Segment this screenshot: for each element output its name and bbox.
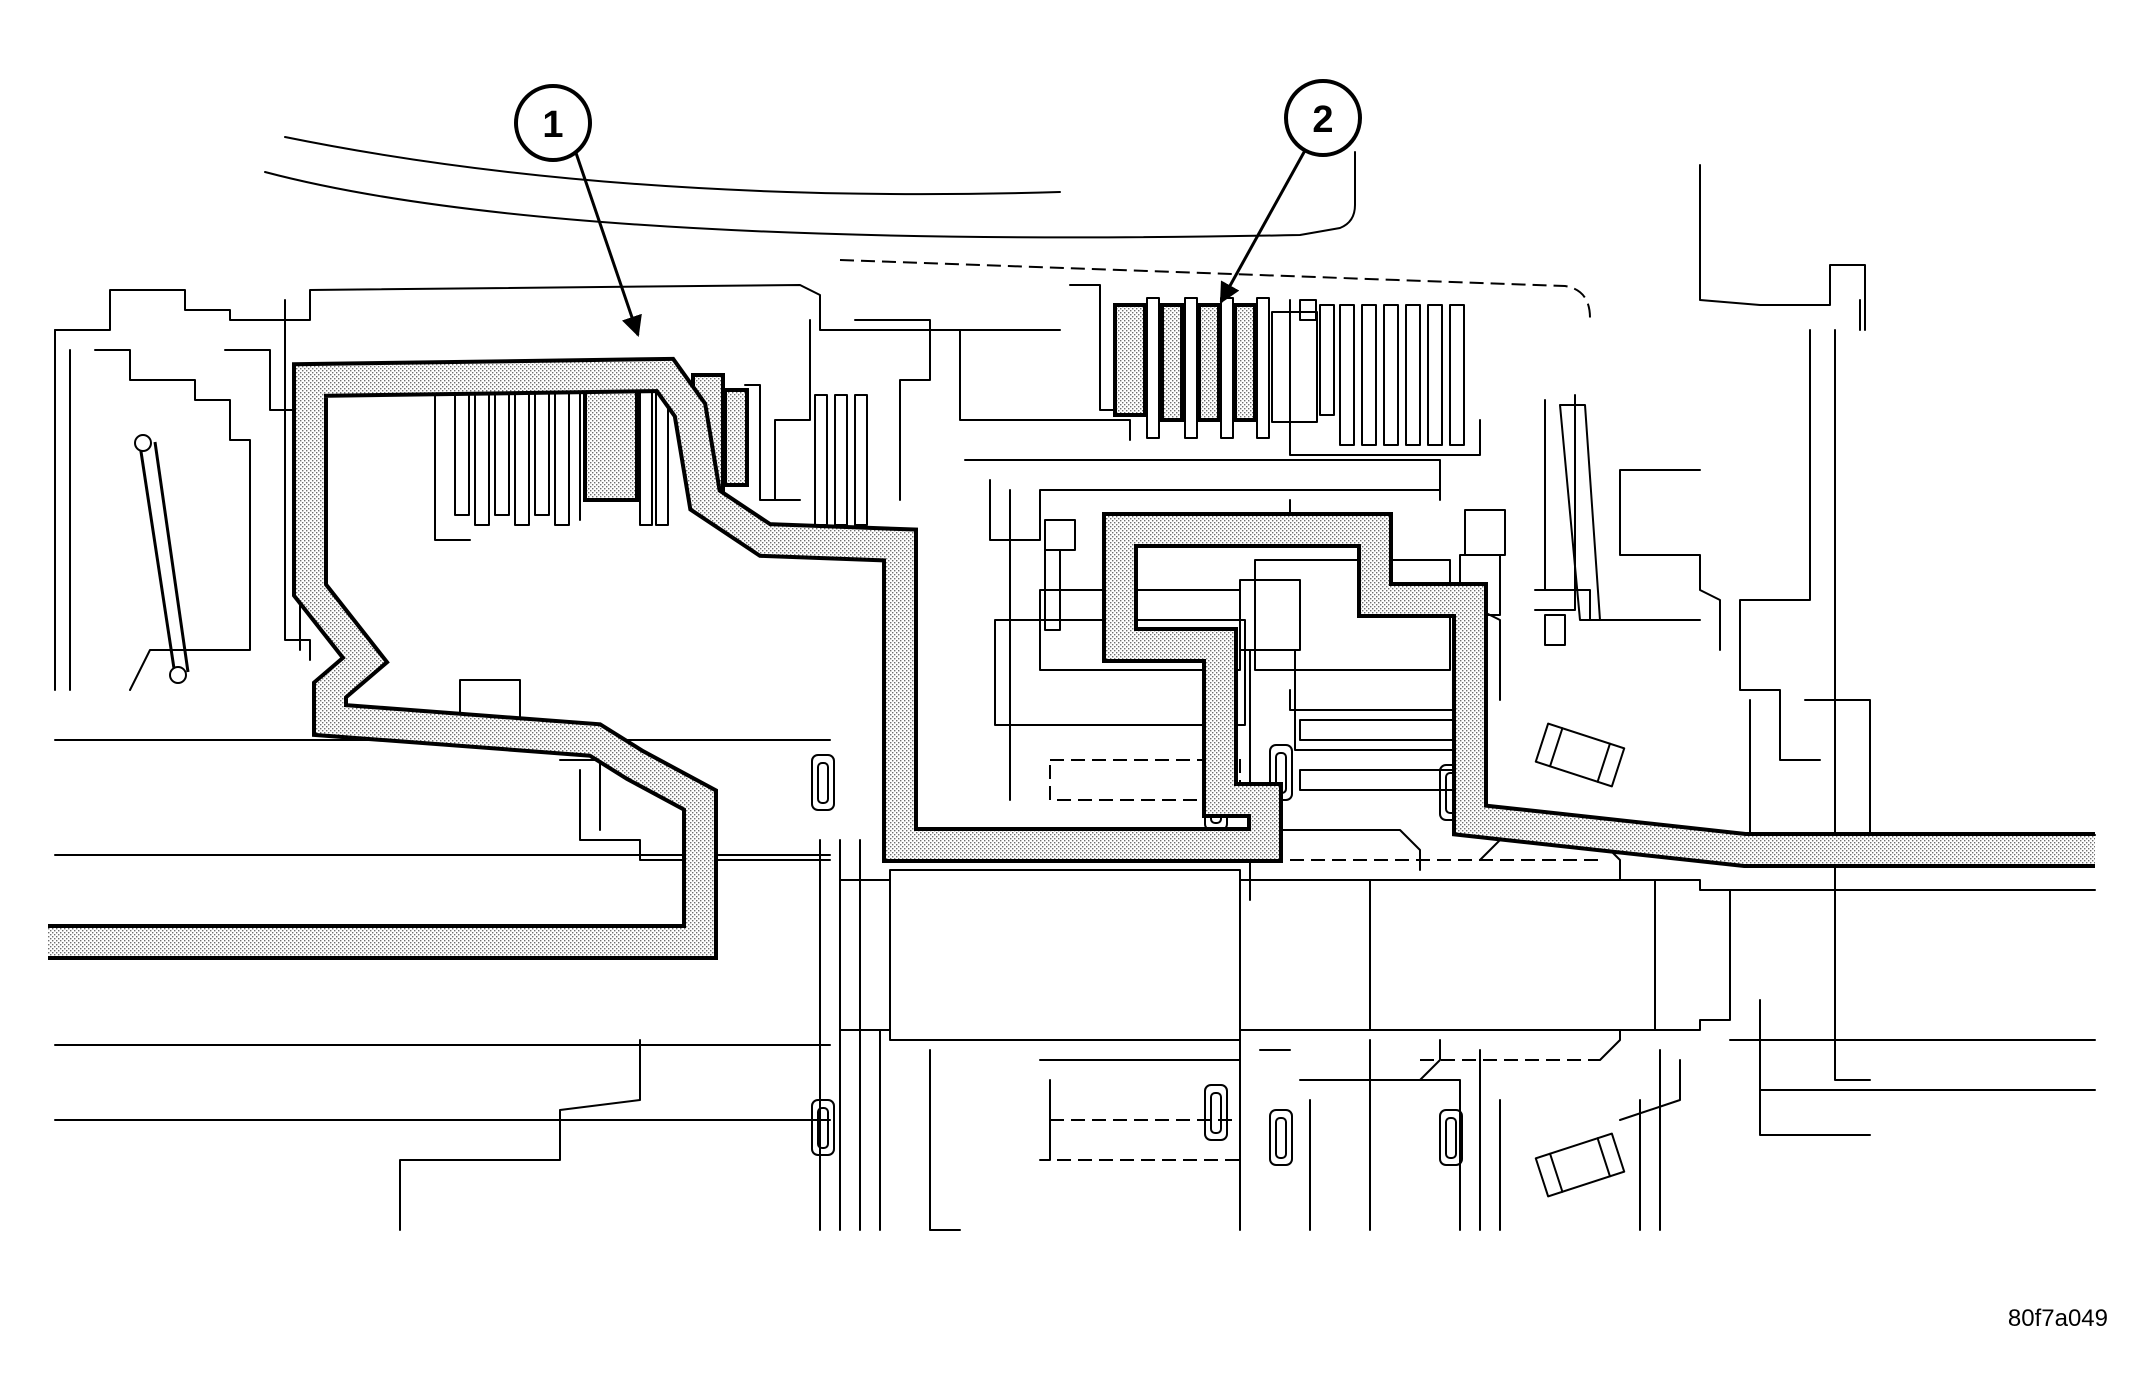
figure-code: 80f7a049 <box>2008 1305 2108 1332</box>
lower-housing <box>1039 839 1681 1231</box>
hydraulic-fluid-path <box>48 356 2095 960</box>
transmission-housing <box>54 136 1871 1136</box>
callout-2-label: 2 <box>1312 99 1333 141</box>
clutch-pack-right <box>1069 284 1481 456</box>
callout-2: 2 <box>1219 79 1362 304</box>
apply-lever <box>134 434 190 684</box>
callout-1-label: 1 <box>542 104 563 146</box>
middle-assemblies <box>774 319 1701 1198</box>
callout-1: 1 <box>514 84 642 337</box>
